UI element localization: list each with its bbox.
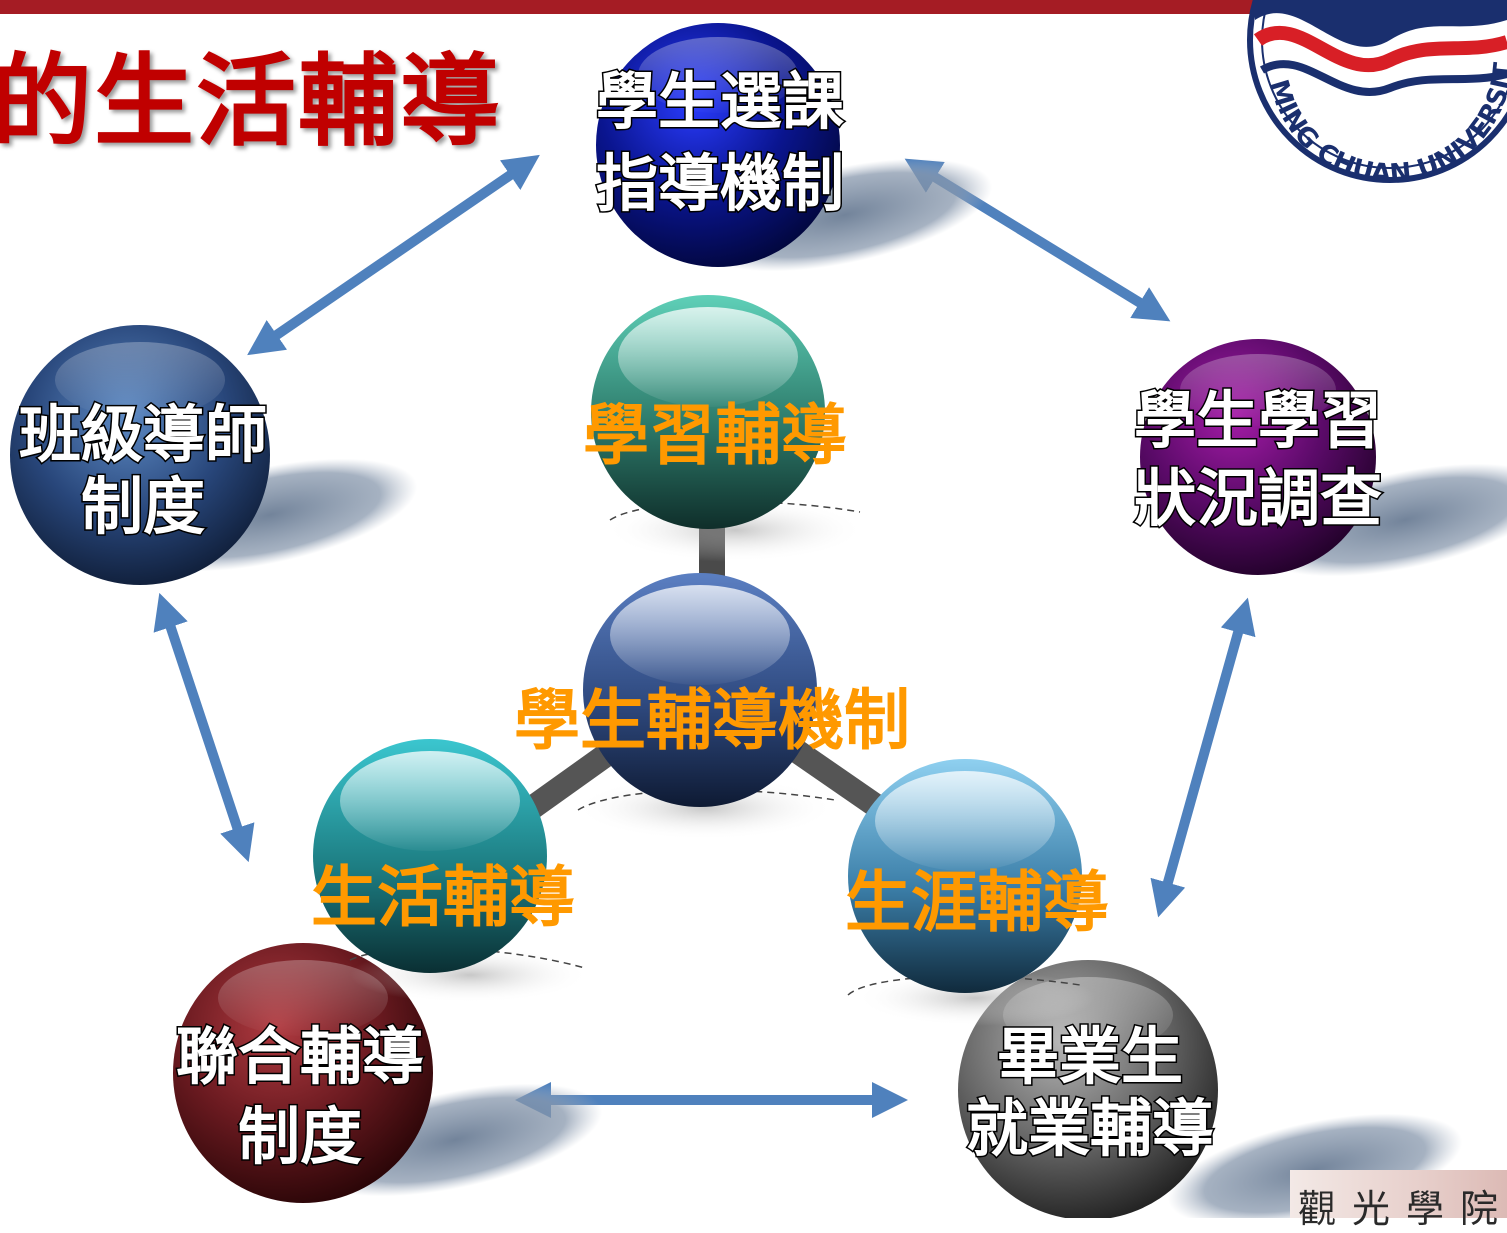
node-life-guidance — [313, 739, 547, 973]
node-label: 制度 — [81, 470, 205, 543]
node-label: 狀況調查 — [1134, 462, 1382, 535]
node-learning-guidance — [591, 295, 825, 529]
node-label: 就業輔導 — [966, 1092, 1214, 1165]
hub-label: 學生輔導機制 — [514, 682, 910, 759]
footer-text: 觀光學院 — [1298, 1187, 1507, 1231]
page-title: 的生活輔導 — [0, 43, 502, 160]
node-label: 畢業生 — [997, 1020, 1183, 1093]
arrow-left — [153, 592, 255, 863]
node-learning-survey — [1140, 339, 1376, 575]
node-label: 生活輔導 — [311, 859, 575, 936]
node-label: 制度 — [238, 1100, 362, 1173]
node-course-advising — [596, 23, 840, 267]
inner-labels: 學習輔導 生活輔導 生涯輔導 學生輔導機制 — [311, 397, 1109, 941]
node-label: 學習輔導 — [583, 397, 847, 474]
node-label: 指導機制 — [596, 147, 844, 220]
top-bar — [0, 0, 1507, 14]
node-label: 學生學習 — [1134, 384, 1382, 457]
arrow-right — [1150, 597, 1256, 918]
node-class-mentor — [10, 325, 270, 585]
outer-labels: 學生選課 指導機制 學生學習 狀況調查 畢業生 就業輔導 聯合輔導 制度 班級導… — [17, 64, 1383, 1175]
node-label: 聯合輔導 — [176, 1020, 424, 1093]
node-label: 班級導師 — [19, 398, 267, 471]
node-career-guidance — [848, 759, 1082, 993]
node-label: 生涯輔導 — [845, 864, 1109, 941]
node-label: 學生選課 — [596, 65, 844, 138]
footer-band — [1290, 1170, 1507, 1218]
node-joint-counseling — [173, 943, 433, 1203]
arrow-top-left — [247, 154, 540, 356]
node-center-hub — [583, 573, 817, 807]
